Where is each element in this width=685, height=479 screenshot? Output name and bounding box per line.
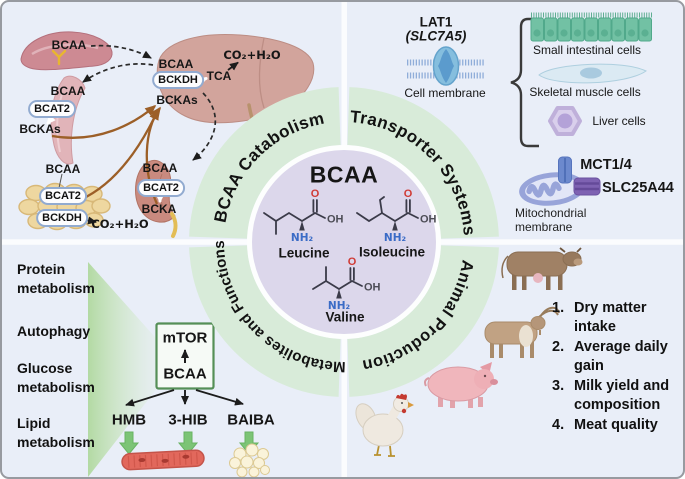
signal-arrows: [125, 349, 244, 407]
cell-membrane-icon: [407, 46, 485, 86]
list-item-label: Milk yield and composition: [574, 378, 670, 413]
slc25a44-channel-icon: [573, 177, 601, 196]
leucine-NH2: NH₂: [291, 232, 314, 244]
mitochondria-icon: [519, 156, 601, 206]
liver-tca-label: TCA: [206, 69, 232, 83]
isoleucine-OH: OH: [420, 214, 437, 226]
valine-OH: OH: [364, 282, 381, 294]
baiba-label: BAIBA: [227, 411, 275, 429]
list-item-number: 1.: [552, 300, 565, 316]
adipose-co2-label: CO₂+H₂O: [91, 217, 149, 231]
skeletal-muscle-cell-icon: [538, 63, 647, 84]
function-glucose-metabolism: Glucose metabolism: [17, 360, 95, 395]
valine-structure: O OH NH₂: [312, 256, 381, 312]
dashed-arrows: [82, 44, 217, 161]
muscle-fiber-icon: [121, 449, 205, 471]
liver-co2-label: CO₂+H₂O: [223, 48, 281, 62]
box-bcaa-label: BCAA: [163, 365, 207, 383]
isoleucine-NH2: NH₂: [384, 232, 407, 244]
chicken-icon: [355, 393, 414, 457]
isoleucine-label: Isoleucine: [358, 244, 426, 260]
adipose-bcat2-pill: BCAT2: [39, 187, 87, 205]
liver-bckas-label: BCKAs: [156, 93, 198, 107]
ring-arc-catabolism: [189, 87, 341, 239]
list-item: 2. Average daily gain: [552, 338, 682, 376]
quadrant-ring: [189, 87, 499, 397]
goat-icon: [484, 306, 560, 358]
lat1-transporter-icon: [432, 46, 460, 86]
hmb-label: HMB: [111, 411, 147, 429]
list-item-number: 3.: [552, 378, 565, 394]
muscle-bcaa-label: BCAA: [50, 84, 86, 98]
leucine-OH: OH: [327, 214, 344, 226]
list-item-label: Dry matter intake: [574, 300, 647, 335]
cell-membrane-label: Cell membrane: [404, 86, 486, 100]
liver-bcaa-label: BCAA: [158, 57, 194, 71]
valine-NH2: NH₂: [328, 300, 351, 312]
adipose-bcaa-label: BCAA: [45, 162, 81, 176]
list-item: 1. Dry matter intake: [552, 299, 682, 337]
valine-O: O: [348, 256, 357, 268]
leucine-label: Leucine: [278, 245, 330, 261]
center-title: BCAA: [309, 161, 379, 188]
pig-icon: [424, 362, 498, 408]
ring-arc-transporters: [347, 87, 499, 239]
mitochondrial-membrane-label: Mitochondrial membrane: [515, 206, 587, 234]
list-item: 4. Meat quality: [552, 416, 682, 435]
leucine-structure: O OH NH₂: [263, 188, 344, 244]
antibody-icon: [51, 49, 67, 66]
liver-icon: [156, 34, 315, 132]
liver-cells-label: Liver cells: [592, 114, 646, 128]
small-intestinal-cells-label: Small intestinal cells: [532, 43, 642, 57]
production-outcomes-list: 1. Dry matter intake 2. Average daily ga…: [552, 299, 682, 435]
lat1-label: LAT1: [419, 14, 453, 30]
isoleucine-structure: O OH NH₂: [356, 188, 437, 244]
ring-arc-metabolites: [189, 245, 341, 397]
fat-cells-icon: [229, 443, 270, 477]
intestine-bcaa-label: BCAA: [51, 38, 87, 52]
list-item-number: 2.: [552, 339, 565, 355]
slc25a44-label: SLC25A44: [602, 180, 674, 196]
functions-funnel: [88, 262, 162, 477]
kidney-bcat2-pill: BCAT2: [137, 179, 185, 197]
mct-channel-icon: [558, 156, 572, 184]
valine-label: Valine: [325, 309, 365, 325]
hib-label: 3-HIB: [168, 411, 208, 429]
adipose-bckdh-pill: BCKDH: [36, 209, 88, 227]
leucine-O: O: [311, 188, 320, 200]
mct-label: MCT1/4: [580, 157, 632, 173]
list-item-number: 4.: [552, 417, 565, 433]
muscle-bckas-label: BCKAs: [19, 122, 61, 136]
kidney-bcaa-label: BCAA: [142, 161, 178, 175]
kidney-bcka-label: BCKA: [141, 202, 177, 216]
small-intestinal-cells-icon: [530, 12, 653, 42]
list-item-label: Average daily gain: [574, 339, 668, 374]
ring-arc-animal: [347, 245, 499, 397]
function-lipid-metabolism: Lipid metabolism: [17, 415, 95, 450]
skeletal-muscle-cells-label: Skeletal muscle cells: [529, 85, 641, 99]
slc7a5-label: (SLC7A5): [405, 28, 467, 44]
liver-cell-icon: [548, 106, 582, 136]
center-circle: [252, 150, 436, 334]
function-autophagy: Autophagy: [17, 323, 91, 339]
muscle-bcat2-pill: BCAT2: [28, 100, 76, 118]
mtor-label: mTOR: [162, 329, 208, 347]
curly-brace: [510, 17, 539, 148]
liver-bckdh-pill: BCKDH: [152, 71, 204, 89]
cow-icon: [501, 247, 583, 290]
list-item: 3. Milk yield and composition: [552, 377, 682, 415]
list-item-label: Meat quality: [574, 417, 658, 433]
isoleucine-O: O: [404, 188, 413, 200]
function-protein-metabolism: Protein metabolism: [17, 261, 95, 296]
